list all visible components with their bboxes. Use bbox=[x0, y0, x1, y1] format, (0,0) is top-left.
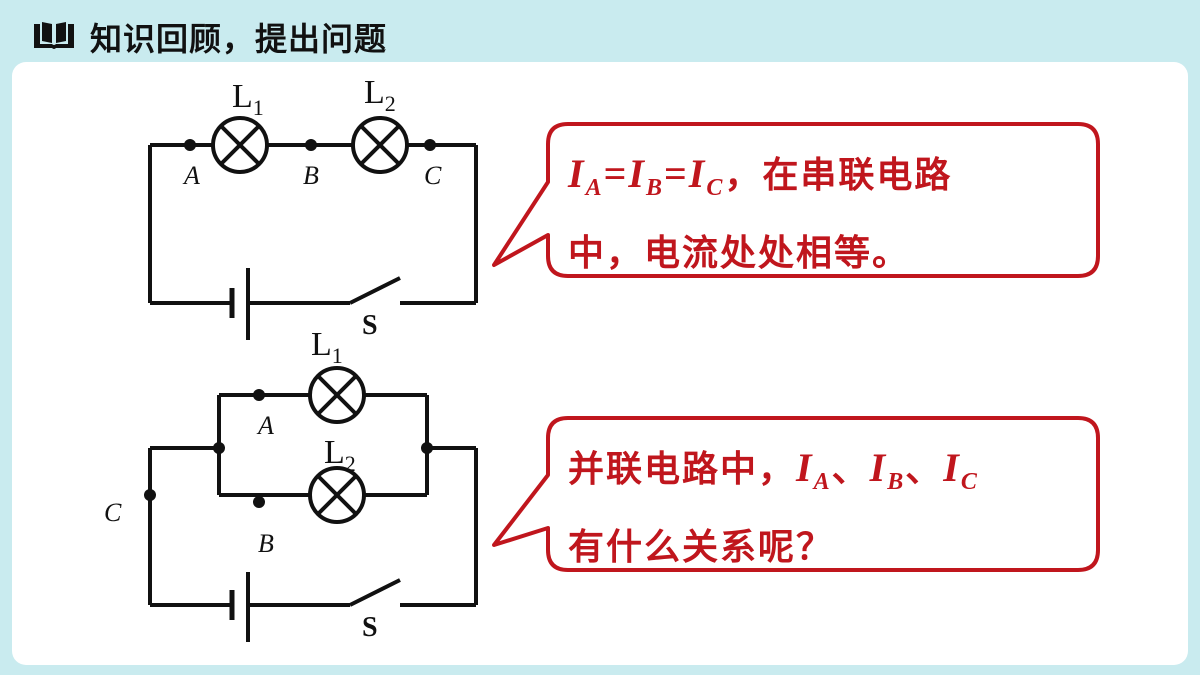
series-point-a-label: A bbox=[182, 161, 200, 190]
bubble-2-intro: 并联电路中， bbox=[568, 449, 797, 490]
parallel-junction-right bbox=[421, 442, 433, 454]
series-switch-label: S bbox=[362, 310, 378, 341]
page-title: 知识回顾，提出问题 bbox=[90, 20, 388, 58]
parallel-battery bbox=[229, 572, 250, 642]
parallel-switch[interactable] bbox=[349, 578, 401, 607]
bubble-1-line-2: 中，电流处处相等。 bbox=[568, 233, 911, 274]
speech-bubble-2 bbox=[492, 416, 1100, 572]
parallel-circuit bbox=[148, 393, 478, 607]
equals-sign: = bbox=[663, 151, 689, 196]
current-ia: IA bbox=[568, 151, 604, 201]
bubble-2-text: 并联电路中，IA、IB、IC 有什么关系呢？ bbox=[568, 435, 979, 581]
parallel-lamp-2-label: L2 bbox=[324, 434, 356, 476]
separator: 、 bbox=[905, 449, 944, 490]
series-battery bbox=[229, 268, 250, 340]
series-circuit bbox=[148, 143, 478, 305]
series-lamp-1-label: L1 bbox=[232, 78, 264, 120]
separator: 、 bbox=[831, 449, 870, 490]
parallel-lamp-2 bbox=[308, 466, 366, 524]
book-icon bbox=[34, 22, 74, 49]
parallel-lamp-1-label: L1 bbox=[311, 326, 343, 368]
parallel-switch-label: S bbox=[362, 612, 378, 643]
current-ia: IA bbox=[796, 445, 832, 495]
current-ic: IC bbox=[688, 151, 725, 201]
series-node-c bbox=[424, 139, 436, 151]
series-point-b-label: B bbox=[303, 161, 319, 190]
parallel-node-b bbox=[253, 496, 265, 508]
header: 知识回顾，提出问题 bbox=[0, 0, 1200, 60]
series-point-c-label: C bbox=[424, 161, 442, 190]
parallel-lamp-1 bbox=[308, 366, 366, 424]
parallel-point-c-label: C bbox=[104, 498, 122, 527]
series-node-b bbox=[305, 139, 317, 151]
current-ib: IB bbox=[628, 151, 664, 201]
series-switch[interactable] bbox=[349, 276, 401, 305]
parallel-point-a-label: A bbox=[256, 411, 274, 440]
parallel-point-b-label: B bbox=[258, 529, 274, 558]
series-lamp-1 bbox=[211, 116, 269, 174]
current-ib: IB bbox=[869, 445, 906, 495]
bubble-1-text: IA=IB=IC，在串联电路 中，电流处处相等。 bbox=[568, 141, 952, 287]
parallel-node-a bbox=[253, 389, 265, 401]
bubble-2-line-2: 有什么关系呢？ bbox=[568, 527, 835, 568]
parallel-junction-left bbox=[213, 442, 225, 454]
bubble-1-rest: ，在串联电路 bbox=[724, 155, 953, 196]
series-lamp-2-label: L2 bbox=[364, 74, 396, 116]
equals-sign: = bbox=[603, 151, 629, 196]
series-lamp-2 bbox=[351, 116, 409, 174]
bubble-2-line-1: 并联电路中，IA、IB、IC bbox=[568, 435, 979, 515]
current-ic: IC bbox=[943, 445, 979, 495]
speech-bubble-1 bbox=[492, 122, 1100, 278]
parallel-node-c bbox=[144, 489, 156, 501]
bubble-1-line-1: IA=IB=IC，在串联电路 bbox=[568, 141, 952, 221]
series-node-a bbox=[184, 139, 196, 151]
